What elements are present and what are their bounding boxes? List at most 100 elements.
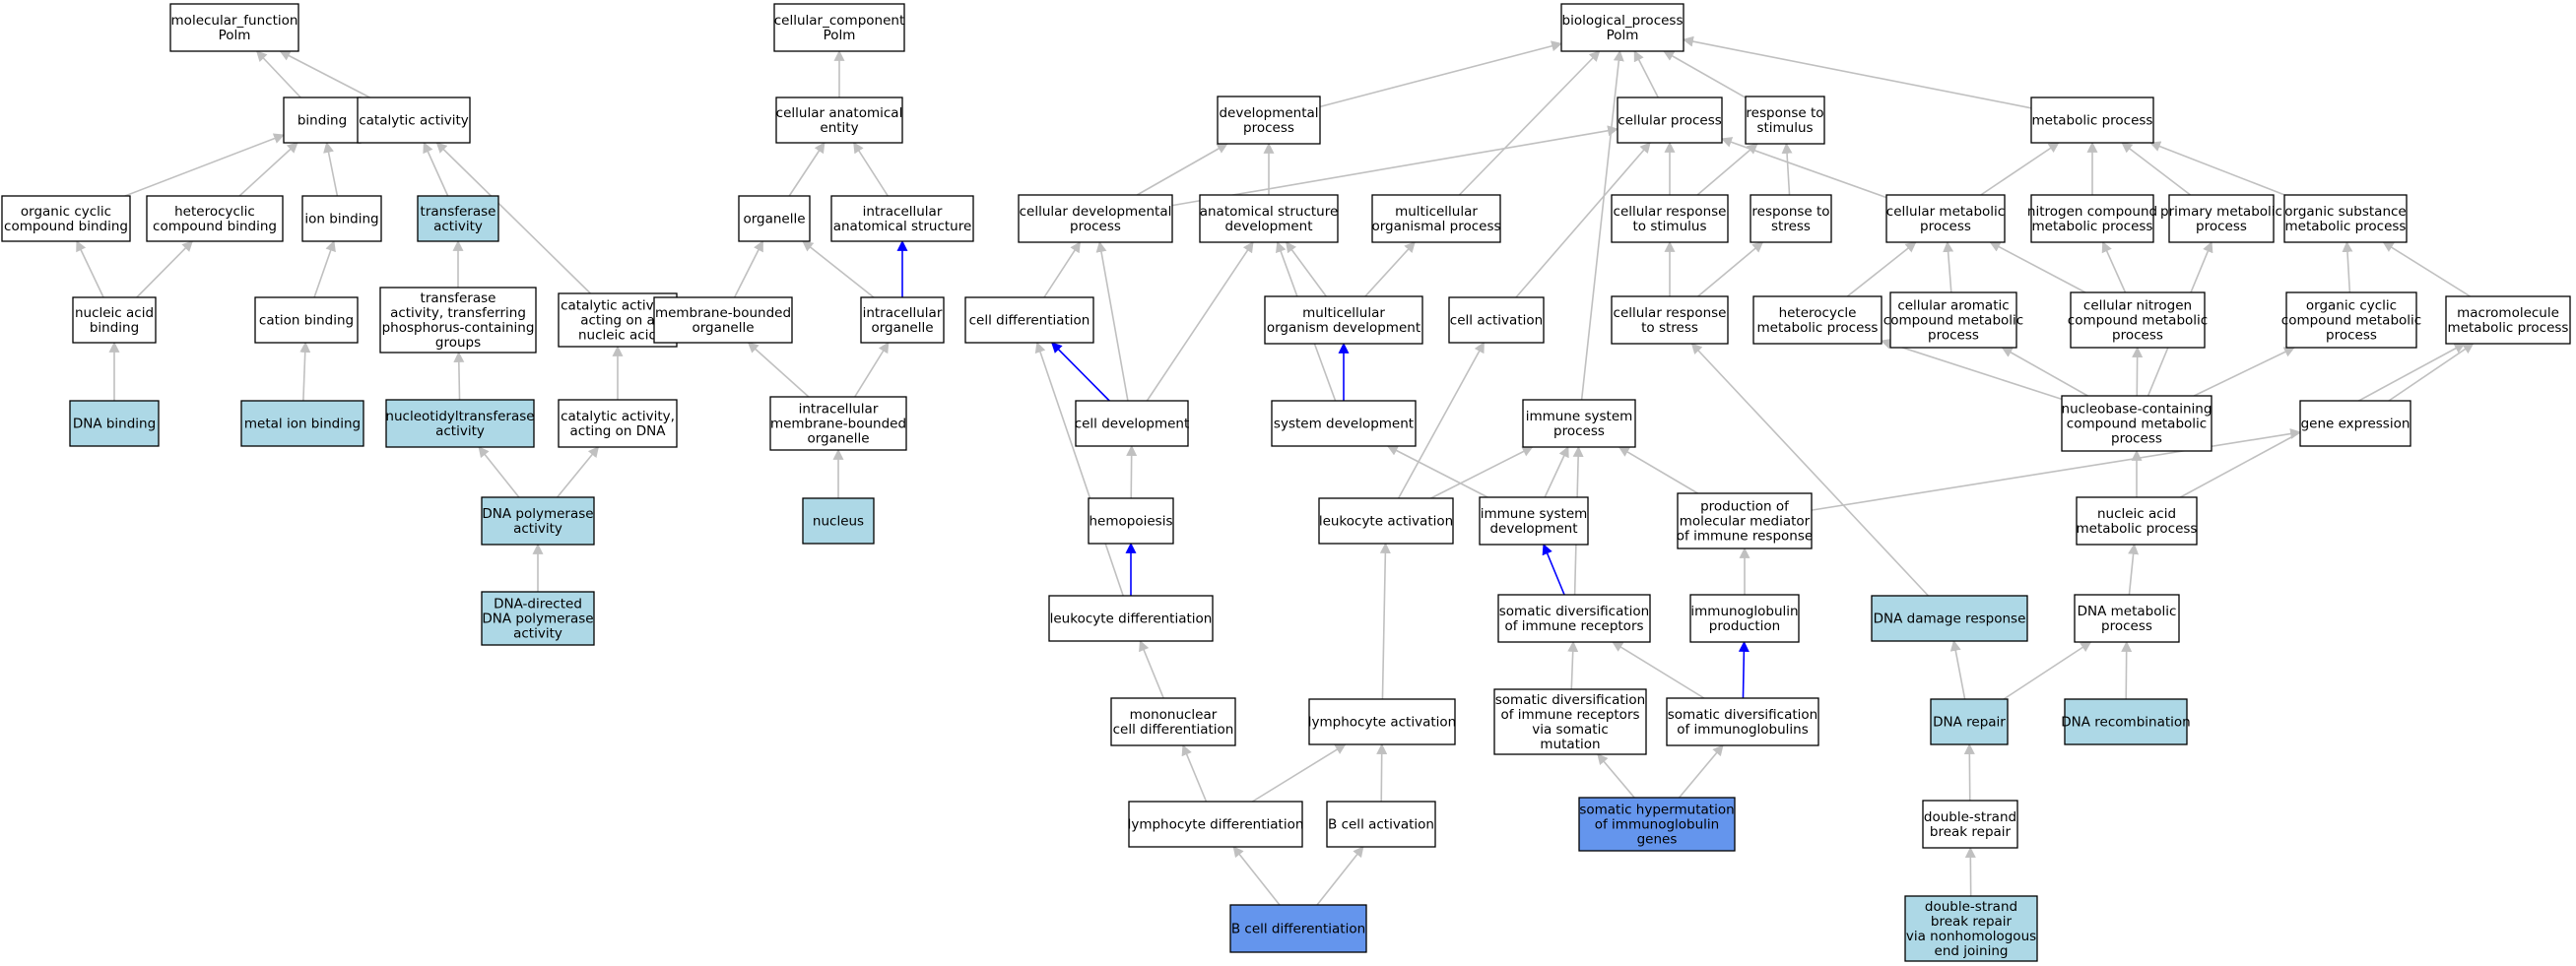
node-metal-ion-binding[interactable]: metal ion binding: [240, 400, 364, 447]
node-b-cell-diff[interactable]: B cell differentiation: [1229, 904, 1367, 953]
node-label-line: transferase: [421, 204, 496, 220]
node-label: ion binding: [304, 212, 378, 227]
node-lymphocyte-activation[interactable]: lymphocyte activation: [1308, 698, 1456, 745]
node-cell-activation[interactable]: cell activation: [1448, 296, 1545, 344]
node-nucleus[interactable]: nucleus: [802, 497, 875, 545]
node-label-line: of immunoglobulins: [1677, 722, 1809, 738]
node-b-cell-activation[interactable]: B cell activation: [1326, 801, 1436, 848]
node-dna-recombination[interactable]: DNA recombination: [2061, 698, 2191, 745]
edge-somatic_hypermutation-to-somatic_div_immunoglobulins: [1678, 744, 1724, 799]
node-leukocyte-activation[interactable]: leukocyte activation: [1318, 497, 1454, 545]
node-lymphocyte-diff[interactable]: lymphocyte differentiation: [1128, 801, 1304, 848]
node-dna-binding[interactable]: DNA binding: [69, 400, 160, 447]
node-cell-differentiation[interactable]: cell differentiation: [964, 296, 1094, 344]
node-hemopoiesis[interactable]: hemopoiesis: [1088, 497, 1174, 545]
edge-metal_ion_binding-to-cation_binding: [299, 341, 311, 402]
node-cell-development[interactable]: cell development: [1075, 400, 1190, 447]
node-organelle[interactable]: organelle: [738, 195, 811, 242]
edge-cell_nitrogen_metabolic-to-nitrogen_metabolic: [2101, 240, 2127, 293]
node-catalytic-dna[interactable]: catalytic activity,acting on DNA: [558, 399, 678, 448]
edge-b_cell_diff-to-b_cell_activation: [1316, 846, 1364, 906]
node-catalytic[interactable]: catalytic activity: [357, 97, 471, 144]
node-system-dev[interactable]: system development: [1271, 400, 1417, 447]
node-cellular-process[interactable]: cellular process: [1617, 97, 1723, 144]
node-label-line: multicellular: [1395, 204, 1478, 220]
node-leukocyte-diff[interactable]: leukocyte differentiation: [1048, 595, 1214, 642]
node-binding[interactable]: binding: [283, 97, 362, 144]
node-dna-repair[interactable]: DNA repair: [1930, 698, 2009, 745]
edge-catalytic-to-mf: [279, 50, 370, 98]
node-label-line: development: [1489, 521, 1577, 537]
edge-multicell_process-to-bp: [1458, 50, 1601, 196]
node-label-line: cell differentiation: [969, 313, 1090, 329]
node-label-line: cell activation: [1450, 313, 1543, 329]
node-label-line: of immunoglobulin: [1595, 817, 1720, 833]
node-gene-expression[interactable]: gene expression: [2299, 400, 2411, 447]
node-label-line: process: [1070, 219, 1121, 234]
node-label-line: metabolic process: [2285, 219, 2407, 234]
node-label-line: membrane-bounded: [770, 417, 906, 432]
node-label-line: activity: [513, 521, 562, 537]
node-dna-damage-response[interactable]: DNA damage response: [1871, 595, 2028, 642]
node-label-line: primary metabolic: [2160, 204, 2282, 220]
node-label-line: double-strand: [1924, 809, 2016, 825]
node-label-line: Polm: [219, 28, 251, 43]
node-ion-binding[interactable]: ion binding: [301, 195, 382, 242]
node-cation-binding[interactable]: cation binding: [254, 296, 359, 344]
node-label-line: cellular anatomical: [776, 105, 903, 121]
node-metabolic[interactable]: metabolic process: [2030, 97, 2154, 144]
